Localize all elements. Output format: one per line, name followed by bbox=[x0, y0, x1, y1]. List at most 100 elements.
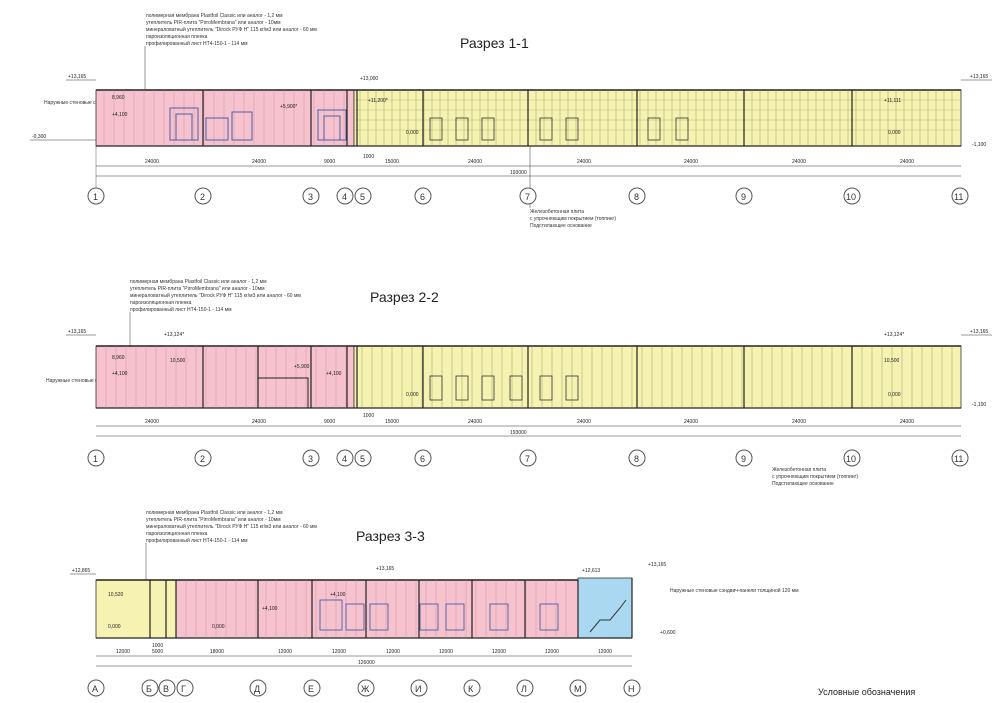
doors bbox=[429, 375, 579, 401]
elevation-label: +4,100 bbox=[112, 112, 128, 118]
axis-label: 9 bbox=[741, 192, 746, 202]
dimension-line: 24000 24000 9000 1000 15000 24000 24000 … bbox=[96, 413, 961, 437]
elevation-label: -0,300 bbox=[32, 134, 46, 140]
elevation-label: +13,165 bbox=[68, 329, 86, 335]
floor-note: Подстилающее основание bbox=[530, 223, 592, 229]
span-dim: 12000 bbox=[116, 649, 130, 655]
axis-label: И bbox=[415, 684, 421, 694]
span-dim: 24000 bbox=[900, 159, 914, 165]
elevation-label: +5,900 bbox=[294, 364, 310, 370]
axis-label: А bbox=[92, 684, 98, 694]
elevation-label: 0,000 bbox=[108, 624, 121, 630]
columns bbox=[202, 90, 853, 146]
elevation-label: +4,100 bbox=[112, 371, 128, 377]
axis-label: 9 bbox=[741, 454, 746, 464]
pink-zone bbox=[175, 579, 579, 639]
wall-note: Наружные стеновые сэндвич-панели толщино… bbox=[670, 587, 799, 594]
elevation-label: +13,165 bbox=[648, 562, 666, 568]
note-line: утеплитель PIR-плита "PirroMembrana" или… bbox=[130, 286, 265, 292]
span-dim: 1000 bbox=[363, 154, 374, 160]
span-dim: 12000 bbox=[492, 649, 506, 655]
panel-grid bbox=[361, 346, 953, 408]
note-line: пароизоляционная пленка bbox=[130, 300, 192, 306]
note-line: минераловатный утеплитель "Dirock РУФ Н"… bbox=[130, 292, 301, 299]
elevation-label: +0,600 bbox=[660, 630, 676, 636]
elevation-label: 0,000 bbox=[406, 392, 419, 398]
span-dim: 24000 bbox=[252, 419, 266, 425]
note-line: утеплитель PIR-плита "PirroMembrana" или… bbox=[146, 20, 281, 26]
span-dim: 24000 bbox=[900, 419, 914, 425]
note-line: профилированный лист НТ4-150-1 - 114 мм bbox=[146, 40, 248, 47]
note-line: минераловатный утеплитель "Dirock РУФ Н"… bbox=[146, 26, 317, 33]
span-dim: 24000 bbox=[577, 159, 591, 165]
span-dim: 12000 bbox=[386, 649, 400, 655]
span-dim: 24000 bbox=[577, 419, 591, 425]
elevation-label: +5,900* bbox=[280, 104, 297, 110]
elevation-label: 10,500 bbox=[884, 358, 900, 364]
pink-grid bbox=[105, 346, 347, 408]
span-dim: 5000 bbox=[152, 649, 163, 655]
axis-label: 1 bbox=[93, 454, 98, 464]
axis-label: 6 bbox=[420, 454, 425, 464]
axis-label: 2 bbox=[200, 192, 205, 202]
axis-label: 4 bbox=[342, 454, 347, 464]
axis-label: 5 bbox=[360, 192, 365, 202]
roof-notes: полимерная мембрана Plastfoil Classic ил… bbox=[129, 279, 301, 346]
dimension-line: 12000 1000 5000 18000 12000 12000 12000 … bbox=[96, 643, 632, 667]
span-dim: 1000 bbox=[152, 643, 163, 649]
section-3-3: Разрез 3-3 полимерная мембрана Plastfoil… bbox=[70, 510, 799, 697]
elevation-label: +13,124* bbox=[884, 332, 904, 338]
elevation-label: +4,100 bbox=[326, 371, 342, 377]
span-dim: 12000 bbox=[598, 649, 612, 655]
note-line: утеплитель PIR-плита "PirroMembrana" или… bbox=[146, 517, 281, 523]
span-dim: 24000 bbox=[252, 159, 266, 165]
span-dim: 24000 bbox=[145, 159, 159, 165]
axis-markers: 1 2 3 4 5 6 7 8 9 10 11 bbox=[87, 449, 969, 467]
elevation-label: +13,165 bbox=[376, 566, 394, 572]
span-dim: 12000 bbox=[332, 649, 346, 655]
total-dim: 126000 bbox=[358, 660, 375, 666]
note-line: полимерная мембрана Plastfoil Classic ил… bbox=[146, 510, 283, 516]
note-line: профилированный лист НТ4-150-1 - 114 мм bbox=[130, 306, 232, 313]
span-dim: 1000 bbox=[363, 413, 374, 419]
note-line: полимерная мембрана Plastfoil Classic ил… bbox=[130, 279, 267, 285]
axis-label: 6 bbox=[420, 192, 425, 202]
axis-label: М bbox=[574, 684, 582, 694]
span-dim: 24000 bbox=[792, 419, 806, 425]
floor-note: с упрочняющим покрытием (топпинг) bbox=[530, 216, 616, 222]
equipment bbox=[169, 107, 347, 141]
span-dim: 15000 bbox=[385, 419, 399, 425]
span-dim: 24000 bbox=[468, 159, 482, 165]
axis-label: Д bbox=[254, 684, 260, 694]
elevation-label: 8,960 bbox=[112, 95, 125, 101]
span-dim: 18000 bbox=[210, 649, 224, 655]
blue-zone bbox=[577, 577, 633, 639]
span-dim: 24000 bbox=[145, 419, 159, 425]
axis-label: Н bbox=[628, 684, 635, 694]
section-1-1: Разрез 1-1 полимерная мембрана Plastfoil… bbox=[30, 13, 992, 229]
elevation-label: 0,000 bbox=[212, 624, 225, 630]
elevation-label: +12,865 bbox=[72, 568, 90, 574]
span-dim: 24000 bbox=[684, 159, 698, 165]
axis-label: 11 bbox=[954, 192, 963, 202]
doors bbox=[429, 117, 689, 141]
elevation-label: +13,124* bbox=[164, 332, 184, 338]
axis-label: 11 bbox=[954, 454, 963, 464]
columns bbox=[202, 346, 853, 408]
elevation-label: -1,100 bbox=[972, 142, 986, 148]
span-dim: 15000 bbox=[385, 159, 399, 165]
axis-label: Г bbox=[181, 684, 186, 694]
roof-notes: полимерная мембрана Plastfoil Classic ил… bbox=[145, 510, 317, 580]
note-line: полимерная мембрана Plastfoil Classic ил… bbox=[146, 13, 283, 19]
elevation-label: 0,000 bbox=[406, 130, 419, 136]
elevation-label: 0,000 bbox=[888, 130, 901, 136]
axis-label: 10 bbox=[846, 192, 856, 202]
columns bbox=[149, 578, 633, 638]
elevation-label: 8,960 bbox=[112, 355, 125, 361]
span-dim: 24000 bbox=[792, 159, 806, 165]
axis-label: 3 bbox=[308, 454, 313, 464]
floor-note: Подстилающее основание bbox=[772, 481, 834, 487]
section-title: Разрез 3-3 bbox=[356, 528, 425, 544]
axis-label: 7 bbox=[525, 454, 530, 464]
axis-markers: А Б В Г Д Е Ж И К Л М Н bbox=[87, 679, 641, 697]
